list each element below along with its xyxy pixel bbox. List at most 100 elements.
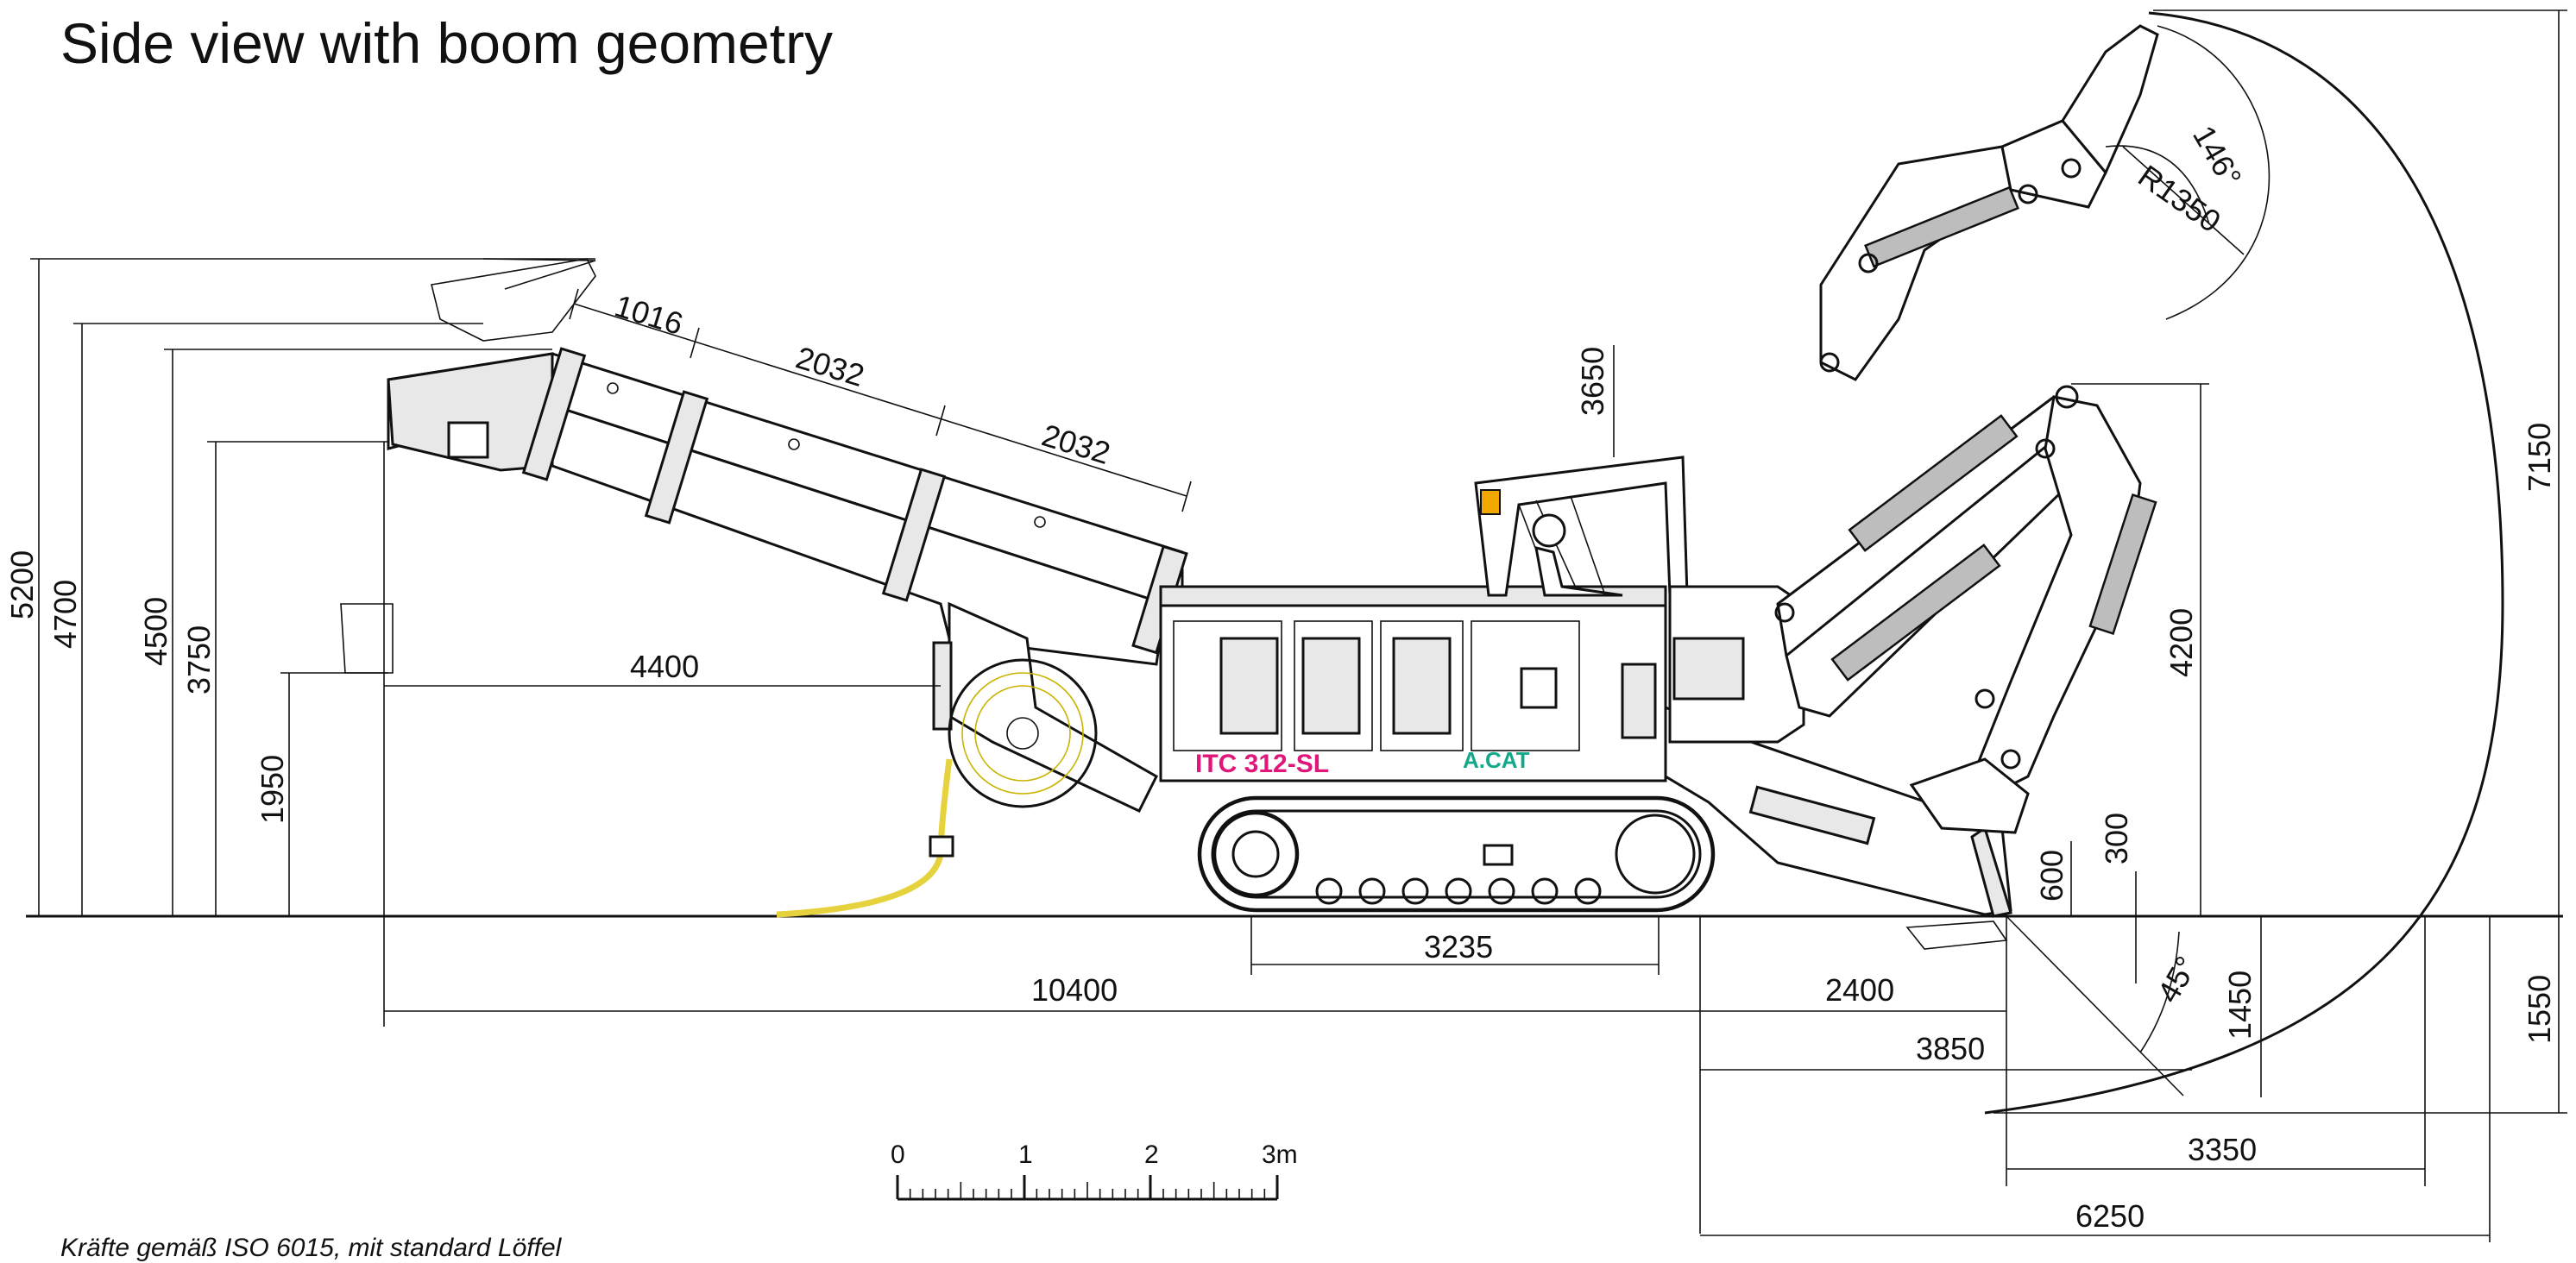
dim-5200: 5200 [4,550,40,619]
hose-coupling [929,835,954,858]
roller [1445,877,1472,905]
dim-tick [1181,481,1192,512]
bucket-radius-line [2122,146,2245,255]
housing-panel [1471,620,1580,751]
height-dimensions [30,258,595,1027]
dig-angle-arc [2139,931,2180,1053]
dozer-blade [1664,705,2012,950]
model-mark: ITC 312-SL [1195,750,1329,778]
dim-tick [569,288,579,320]
raised-boom-arm [1819,145,2012,381]
reach-envelope [1984,11,2504,1115]
roller [1488,877,1515,905]
blade-cylinder [1748,785,1876,845]
scale-label-0: 0 [891,1140,905,1169]
blade-edge [1970,826,2012,918]
boom-pin [2000,749,2021,770]
crawler-track [1197,795,1716,913]
dim-45: 45° [2150,950,2204,1009]
housing-panel [1380,620,1464,751]
isolator-switch [1520,667,1558,709]
vent-grille [1621,663,1657,739]
scale-label-2: 2 [1144,1140,1159,1169]
dim-3750: 3750 [181,625,217,694]
dim-3650: 3650 [1575,347,1610,416]
boom-pin [2035,438,2056,459]
raised-pin [1858,253,1879,273]
dim-2032-b: 2032 [1038,417,1115,471]
housing-top-rail [1159,585,1667,607]
dim-4500: 4500 [138,597,173,666]
boom-pin [1975,688,1995,709]
raised-pin [2018,184,2038,204]
dim-10400: 10400 [1031,972,1118,1008]
dim-6250: 6250 [2075,1198,2145,1234]
roller [1531,877,1559,905]
boom-pin [2055,385,2079,409]
roller [1358,877,1386,905]
boom-pin [1774,602,1795,623]
scale-label-1: 1 [1018,1140,1033,1169]
housing-panel [1173,620,1282,751]
radiator-grille [1301,637,1361,735]
conveyor-ghost-raised [431,258,596,342]
dim-tick [690,327,700,359]
reel-hub [1006,717,1039,750]
raised-boom [1819,24,2159,381]
cab-canopy [1474,456,1689,597]
cab-mesh [1518,495,1606,596]
scale-label-3m: 3m [1262,1140,1298,1169]
conveyor-ghost-lowered [340,603,394,674]
drive-hub [1231,830,1280,878]
roller [1401,877,1429,905]
chassis [1159,585,1667,782]
boom-cylinder [1830,544,2001,682]
raised-boom-cylinder [1864,185,2019,268]
dim-2032-a: 2032 [792,339,869,393]
working-bucket [1909,757,2030,834]
dig-angle-line [2006,915,2184,1096]
dim-tick [935,405,946,437]
scale-bar [896,1175,1279,1201]
roller [1315,877,1343,905]
warning-beacon [1480,489,1501,515]
blade-lowered-ghost [1905,921,2008,950]
dim-600: 600 [2034,850,2069,902]
dim-1950: 1950 [255,755,290,824]
boom-mount-plate [1672,637,1745,701]
conveyor-head-box [447,421,489,459]
track-frame-plate [1483,844,1514,866]
idler-wheel [1615,814,1696,895]
conveyor-support [948,601,1158,813]
dim-7150: 7150 [2522,423,2557,492]
raised-pin [2061,158,2082,179]
conveyor-bolt [788,438,800,450]
logo-mark: A.CAT [1463,747,1530,773]
radiator-grille [1392,637,1452,735]
conveyor-bolt [607,382,619,394]
reel-ring [961,672,1084,795]
dim-2400: 2400 [1825,972,1894,1008]
dim-1016: 1016 [611,287,688,342]
supply-hose [776,758,953,918]
track-chain [1197,795,1716,913]
scale-minor-ticks [909,1182,1266,1199]
dim-3350: 3350 [2188,1132,2257,1167]
dim-3850: 3850 [1916,1031,1985,1066]
drive-sprocket [1212,810,1300,898]
raised-bucket [2061,24,2159,175]
conveyor-bolt [1034,516,1046,528]
dim-300: 300 [2099,813,2134,864]
conveyor-frame-2 [644,390,709,525]
housing-panel [1294,620,1373,751]
stick-cylinder [2088,493,2157,635]
track-rollers [1315,877,1602,905]
conveyor-frame-3 [881,468,947,602]
dim-1450: 1450 [2222,971,2258,1040]
dim-4700: 4700 [47,580,83,649]
operator-cab [1474,456,1689,597]
front-boom [1668,385,2157,834]
boom-cylinder [1848,414,2019,552]
bucket-angle-arc [2105,145,2210,225]
